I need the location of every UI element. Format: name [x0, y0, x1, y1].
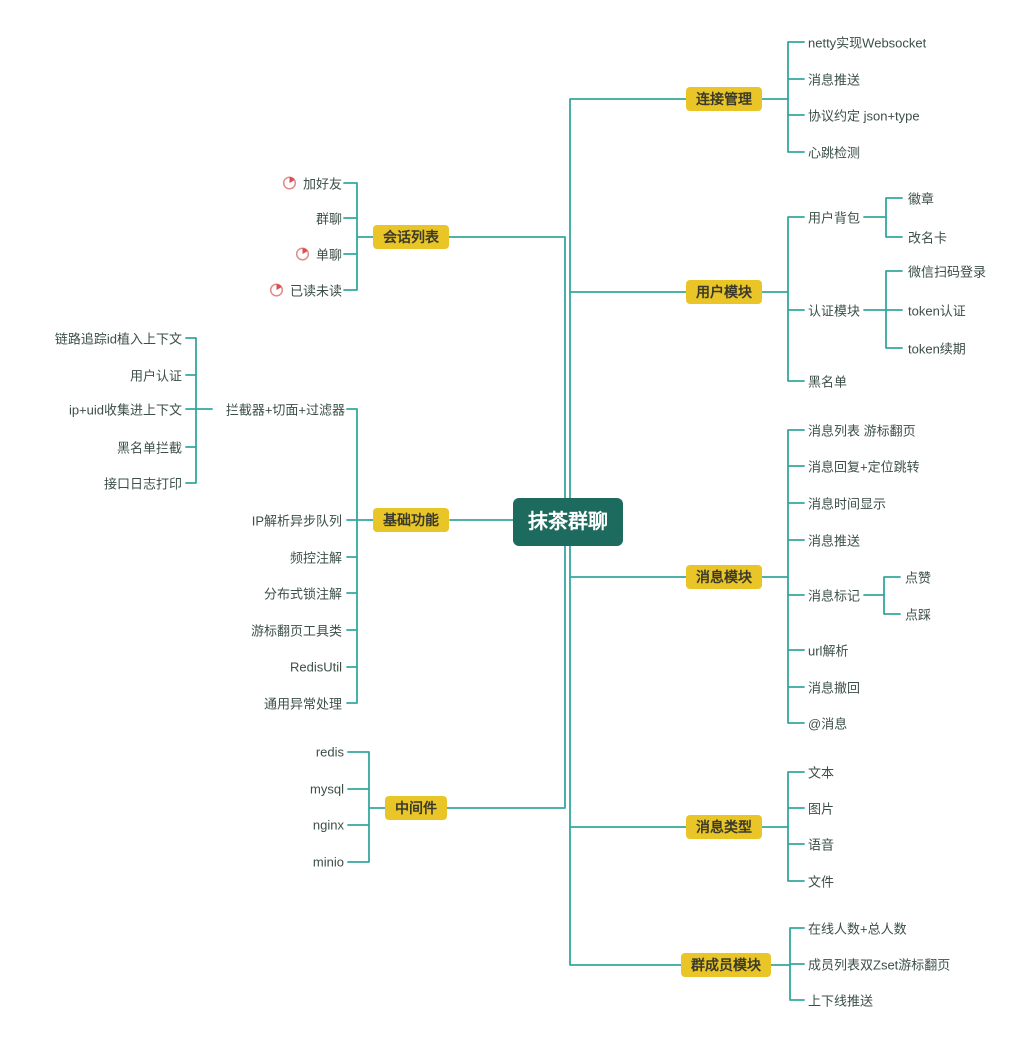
- progress-icon: [269, 283, 284, 298]
- leaf-node[interactable]: 通用异常处理: [263, 696, 342, 712]
- leaf-node[interactable]: netty实现Websocket: [808, 35, 927, 51]
- leaf-node[interactable]: 消息标记: [808, 588, 861, 604]
- central-topic[interactable]: 抹茶群聊: [513, 498, 623, 546]
- leaf-node[interactable]: 消息推送: [808, 72, 861, 88]
- leaf-node[interactable]: 文本: [808, 765, 835, 781]
- leaf-node[interactable]: 在线人数+总人数: [808, 921, 907, 937]
- node-user-module[interactable]: 用户模块: [686, 280, 762, 304]
- leaf-node[interactable]: minio: [312, 854, 344, 870]
- leaf-node[interactable]: 点踩: [905, 607, 932, 623]
- leaf-node[interactable]: 游标翻页工具类: [250, 623, 342, 639]
- leaf-node[interactable]: mysql: [310, 781, 344, 797]
- leaf-node[interactable]: @消息: [808, 716, 848, 732]
- leaf-node[interactable]: 群聊: [316, 209, 342, 228]
- leaf-node[interactable]: 单聊: [295, 245, 342, 264]
- leaf-node[interactable]: 已读未读: [269, 281, 342, 300]
- node-message-types[interactable]: 消息类型: [686, 815, 762, 839]
- leaf-node[interactable]: 加好友: [282, 174, 342, 193]
- leaf-node[interactable]: 语音: [808, 837, 835, 853]
- leaf-node[interactable]: 成员列表双Zset游标翻页: [808, 957, 951, 973]
- leaf-label: 已读未读: [289, 283, 342, 299]
- leaf-node[interactable]: 微信扫码登录: [908, 264, 987, 280]
- leaf-node[interactable]: 黑名单拦截: [116, 440, 182, 456]
- leaf-label: 加好友: [302, 176, 342, 192]
- leaf-label: 单聊: [315, 247, 342, 263]
- node-middleware[interactable]: 中间件: [385, 796, 447, 820]
- leaf-node[interactable]: 消息回复+定位跳转: [808, 459, 920, 475]
- node-message-module[interactable]: 消息模块: [686, 565, 762, 589]
- leaf-node[interactable]: nginx: [312, 817, 344, 833]
- leaf-node[interactable]: RedisUtil: [289, 659, 342, 675]
- leaf-node[interactable]: 心跳检测: [808, 145, 861, 161]
- leaf-node[interactable]: 消息推送: [808, 533, 861, 549]
- leaf-node[interactable]: url解析: [808, 643, 849, 659]
- node-group-member-module[interactable]: 群成员模块: [681, 953, 771, 977]
- progress-icon: [295, 247, 310, 262]
- leaf-node[interactable]: 频控注解: [289, 550, 342, 566]
- node-session-list[interactable]: 会话列表: [373, 225, 449, 249]
- leaf-label: 群聊: [315, 211, 342, 227]
- node-connection-management[interactable]: 连接管理: [686, 87, 762, 111]
- leaf-node[interactable]: 消息时间显示: [808, 496, 887, 512]
- leaf-node[interactable]: 上下线推送: [808, 993, 874, 1009]
- node-basic-functions[interactable]: 基础功能: [373, 508, 449, 532]
- leaf-node[interactable]: token认证: [908, 303, 966, 319]
- leaf-node[interactable]: redis: [315, 744, 344, 760]
- leaf-node[interactable]: 徽章: [908, 191, 935, 207]
- leaf-node[interactable]: 点赞: [905, 570, 932, 586]
- leaf-node[interactable]: 协议约定 json+type: [808, 108, 920, 124]
- progress-icon: [282, 176, 297, 191]
- leaf-node[interactable]: 分布式锁注解: [263, 586, 342, 602]
- leaf-node[interactable]: 接口日志打印: [103, 476, 182, 492]
- leaf-node[interactable]: IP解析异步队列: [251, 513, 342, 529]
- leaf-node[interactable]: 链路追踪id植入上下文: [54, 331, 182, 347]
- leaf-node[interactable]: 消息列表 游标翻页: [808, 423, 916, 439]
- leaf-node[interactable]: 改名卡: [908, 230, 948, 246]
- leaf-node[interactable]: ip+uid收集进上下文: [68, 402, 182, 418]
- leaf-node[interactable]: 黑名单: [808, 374, 848, 390]
- leaf-node[interactable]: 消息撤回: [808, 680, 861, 696]
- leaf-node[interactable]: 认证模块: [808, 303, 861, 319]
- leaf-node[interactable]: 用户背包: [808, 210, 861, 226]
- leaf-node[interactable]: 文件: [808, 874, 835, 890]
- leaf-node[interactable]: 图片: [808, 801, 835, 817]
- leaf-node[interactable]: token续期: [908, 341, 966, 357]
- leaf-node[interactable]: 拦截器+切面+过滤器: [225, 402, 345, 418]
- leaf-node[interactable]: 用户认证: [129, 368, 182, 384]
